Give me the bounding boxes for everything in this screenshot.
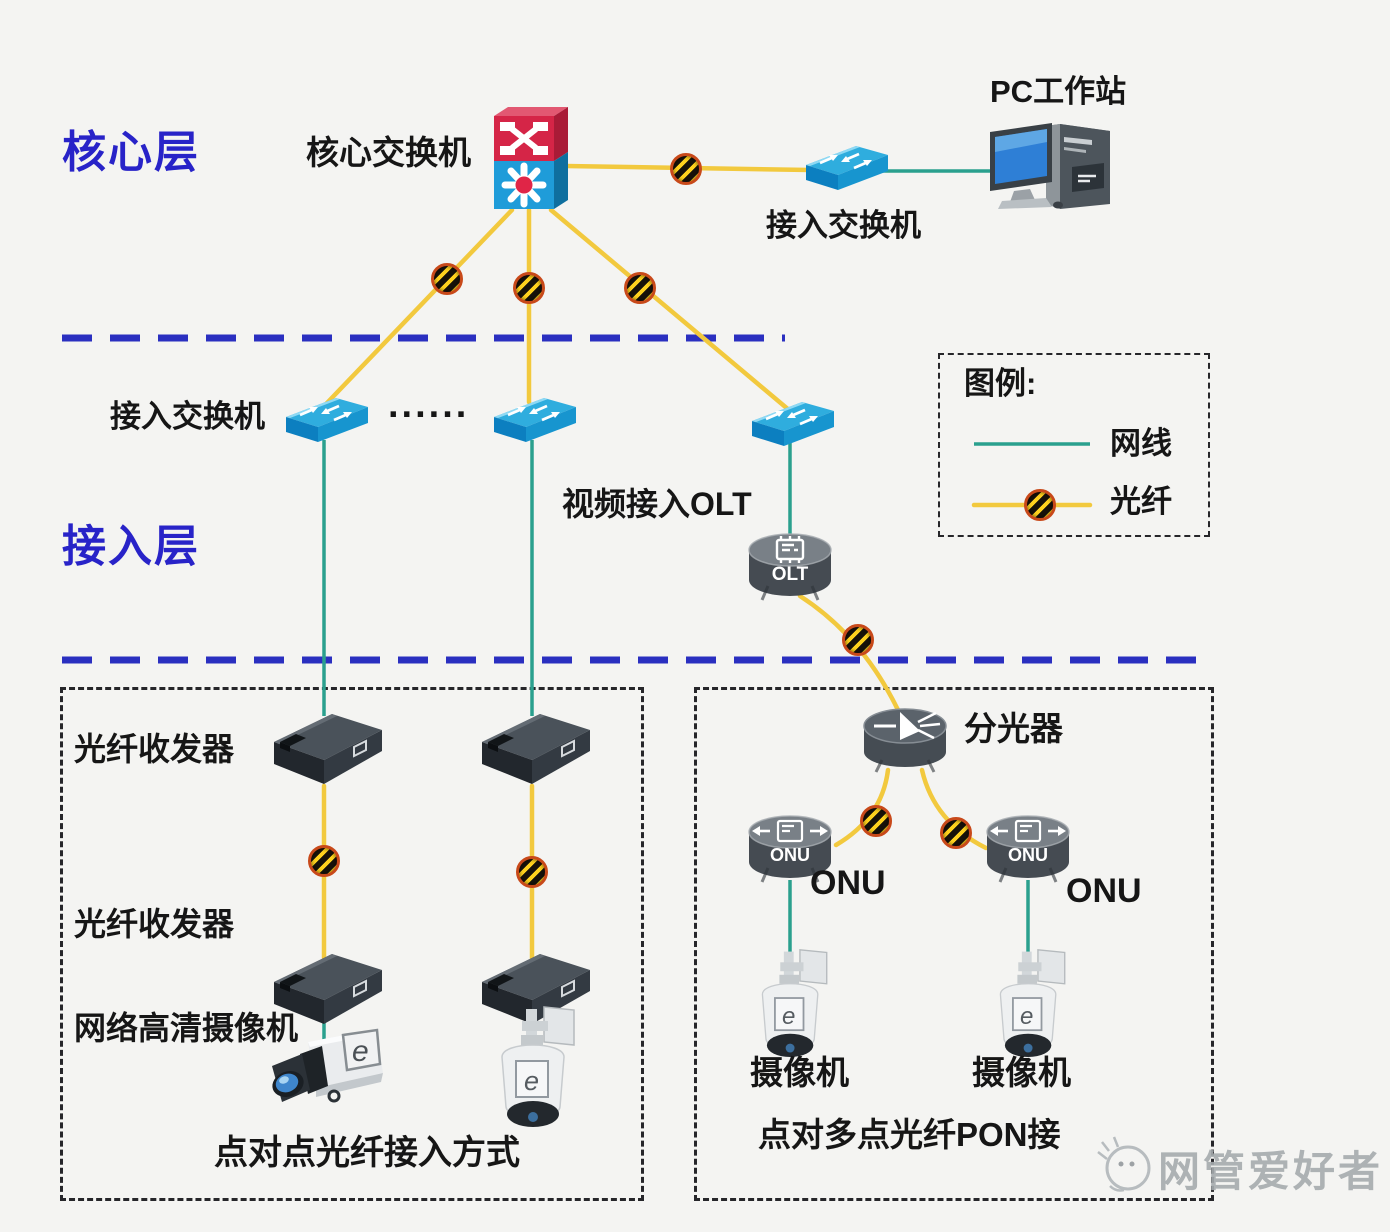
fiber-core-to-right-switch: [548, 207, 792, 413]
video-olt-label: 视频接入OLT: [562, 486, 752, 522]
pon-caption: 点对多点光纤PON接: [758, 1116, 1061, 1153]
switch-icon: [278, 394, 370, 446]
fiber-marker-icon: [308, 845, 340, 877]
pc-icon: [990, 123, 1110, 209]
pon-fiber-box: [694, 687, 1214, 1201]
fiber-marker-icon: [940, 817, 972, 849]
onu-left-label: ONU: [810, 864, 886, 902]
camera-right-label: 摄像机: [972, 1054, 1071, 1091]
olt-device: OLT: [744, 530, 836, 613]
access-switch-left: [278, 394, 370, 451]
core-switch-label: 核心交换机: [306, 134, 471, 171]
fiber-marker-icon: [860, 805, 892, 837]
fiber-marker-icon: [670, 153, 702, 185]
transceiver-top-label: 光纤收发器: [74, 731, 235, 767]
core-switch-device: [490, 104, 574, 219]
onu-body-text: ONU: [1008, 845, 1048, 865]
legend-title: 图例:: [964, 366, 1037, 401]
access-switch-right: [744, 398, 836, 455]
switch-icon: [486, 394, 578, 446]
access-switch-mid: [486, 394, 578, 451]
legend-box: [938, 353, 1210, 537]
legend-fiber-marker-icon: [1024, 489, 1056, 521]
fiber-marker-icon: [842, 624, 874, 656]
onu-icon: ONU: [744, 812, 836, 890]
pc-workstation-device: [986, 112, 1126, 217]
core-switch-icon: [494, 107, 568, 209]
svg-text:e: e: [352, 1035, 369, 1068]
splitter-label: 分光器: [964, 710, 1063, 747]
access-switch-top-right: [798, 142, 890, 199]
onu-icon: ONU: [982, 812, 1074, 890]
bullet-camera-icon: e: [272, 1028, 383, 1103]
access-layer-label: 接入层: [62, 522, 200, 571]
fiber-transceiver-top-mid: [474, 706, 596, 797]
olt-body-text: OLT: [772, 564, 809, 585]
olt-icon: OLT: [744, 530, 836, 608]
transceiver-icon: [474, 706, 596, 792]
onu-right-label: ONU: [1066, 872, 1142, 910]
dome-camera-icon: [486, 1005, 582, 1155]
onu-body-text: ONU: [770, 845, 810, 865]
bullet-camera-device: e: [258, 1018, 398, 1128]
watermark-text: 网管爱好者: [1158, 1148, 1384, 1195]
fiber-splitter-to-onu-right: [919, 767, 989, 851]
access-switch-left-label: 接入交换机: [110, 399, 265, 434]
access-switch-top-label: 接入交换机: [766, 208, 921, 243]
onu-right-device: ONU: [982, 812, 1074, 895]
fiber-marker-icon: [516, 856, 548, 888]
transceiver-icon: [266, 706, 388, 792]
fiber-marker-icon: [624, 272, 656, 304]
watermark-logo-icon: [1088, 1128, 1158, 1205]
fiber-transceiver-top-left: [266, 706, 388, 797]
camera-left-label: 摄像机: [750, 1054, 849, 1091]
p2p-caption: 点对点光纤接入方式: [214, 1134, 520, 1172]
ellipsis-label: ......: [388, 384, 470, 426]
switch-icon: [744, 398, 836, 450]
hd-camera-label: 网络高清摄像机: [74, 1010, 299, 1046]
legend-ethernet-label: 网线: [1110, 426, 1172, 461]
onu-left-device: ONU: [744, 812, 836, 895]
core-layer-label: 核心层: [62, 128, 200, 177]
fiber-marker-icon: [431, 263, 463, 295]
pc-workstation-label: PC工作站: [990, 74, 1127, 109]
splitter-icon: [863, 708, 947, 773]
p2p-fiber-box: [60, 687, 644, 1201]
legend-fiber-label: 光纤: [1110, 484, 1172, 519]
splitter-device: [858, 698, 952, 785]
fiber-marker-icon: [513, 272, 545, 304]
transceiver-bottom-label: 光纤收发器: [74, 906, 235, 942]
fiber-core-to-left-switch: [323, 207, 515, 407]
switch-icon: [798, 142, 890, 194]
